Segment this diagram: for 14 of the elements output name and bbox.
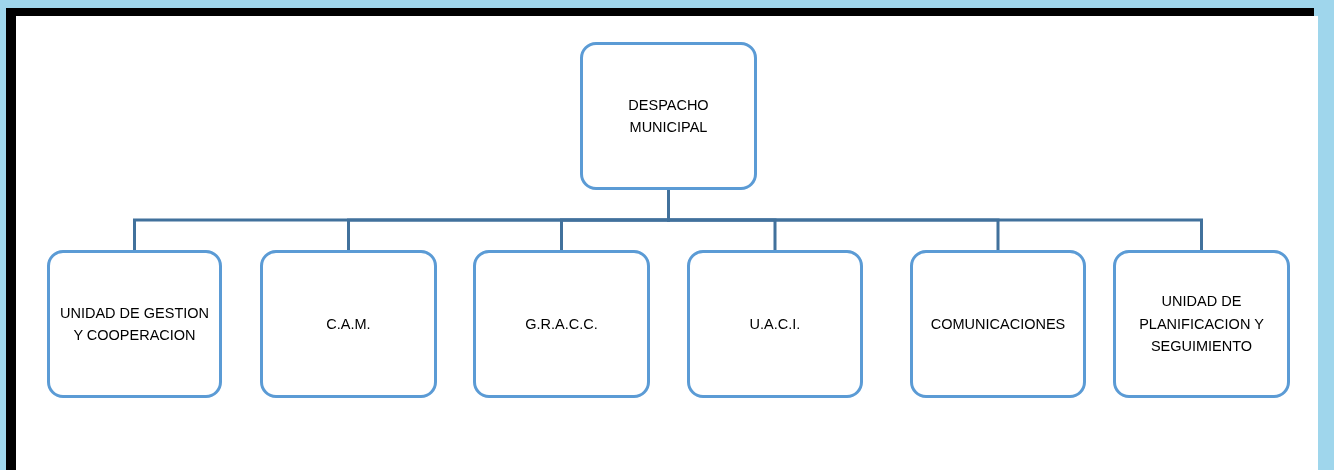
unit-name: G.R.A.C.C.	[525, 314, 598, 334]
org-box	[473, 250, 650, 398]
unit-name: DESPACHO MUNICIPAL	[627, 95, 710, 137]
unit-name: UNIDAD DE GESTION Y COOPERACION	[58, 303, 210, 345]
org-box	[260, 250, 437, 398]
unit-name: COMUNICACIONES	[930, 314, 1066, 334]
unit-name: U.A.C.I.	[749, 314, 801, 334]
org-box	[687, 250, 863, 398]
org-box	[580, 42, 757, 190]
org-box	[47, 250, 222, 398]
unit-name: UNIDAD DE PLANIFICACION Y SEGUIMIENTO	[1138, 292, 1265, 357]
org-box	[910, 250, 1086, 398]
unit-name: C.A.M.	[326, 314, 371, 334]
org-box	[1113, 250, 1290, 398]
